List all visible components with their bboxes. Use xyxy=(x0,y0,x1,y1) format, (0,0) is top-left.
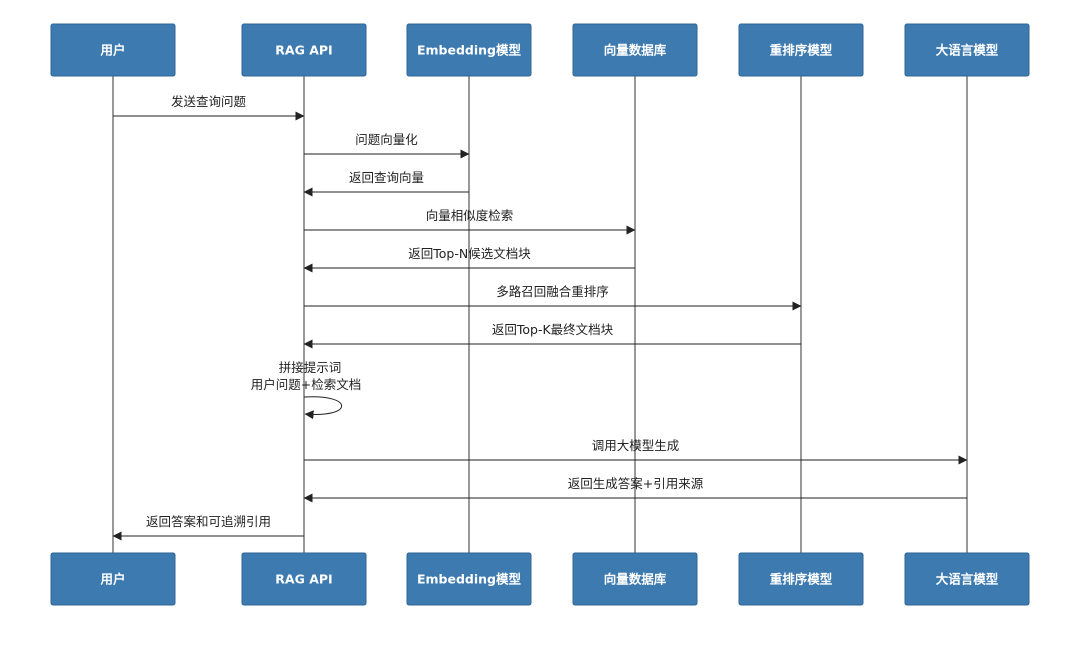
participant-label: 大语言模型 xyxy=(936,43,999,58)
message-11: 返回答案和可追溯引用 xyxy=(112,514,304,541)
message-label: 多路召回融合重排序 xyxy=(496,284,609,299)
participant-llm-bottom: 大语言模型 xyxy=(904,552,1030,606)
self-message-arrow xyxy=(303,396,343,420)
participant-label: 大语言模型 xyxy=(936,572,999,587)
participant-vdb-top: 向量数据库 xyxy=(572,23,698,77)
message-label: 返回查询向量 xyxy=(349,170,424,185)
message-label: 调用大模型生成 xyxy=(592,438,680,453)
message-10: 返回生成答案+引用来源 xyxy=(303,476,967,503)
participant-embed-top: Embedding模型 xyxy=(406,23,532,77)
participant-label: RAG API xyxy=(275,572,332,587)
participant-box xyxy=(406,552,532,606)
participant-box xyxy=(904,552,1030,606)
message-9: 调用大模型生成 xyxy=(304,438,968,465)
participant-box xyxy=(738,23,864,77)
message-4: 向量相似度检索 xyxy=(304,208,636,235)
participant-embed-bottom: Embedding模型 xyxy=(406,552,532,606)
participant-label: Embedding模型 xyxy=(417,572,522,587)
message-label: 问题向量化 xyxy=(355,132,418,147)
participant-llm-top: 大语言模型 xyxy=(904,23,1030,77)
message-label: 向量相似度检索 xyxy=(426,208,514,223)
participant-rerank-bottom: 重排序模型 xyxy=(738,552,864,606)
participant-label: 重排序模型 xyxy=(770,572,833,587)
message-label: 返回Top-K最终文档块 xyxy=(492,322,614,337)
message-label: 返回Top-N候选文档块 xyxy=(408,246,531,261)
message-label: 返回答案和可追溯引用 xyxy=(146,514,271,529)
participant-box xyxy=(50,552,176,606)
message-7: 返回Top-K最终文档块 xyxy=(303,322,801,349)
participant-label: 用户 xyxy=(99,572,125,587)
participant-box xyxy=(241,23,367,77)
participant-box xyxy=(738,552,864,606)
participant-user-top: 用户 xyxy=(50,23,176,77)
participant-box xyxy=(572,552,698,606)
message-5: 返回Top-N候选文档块 xyxy=(303,246,635,273)
participant-box xyxy=(572,23,698,77)
message-3: 返回查询向量 xyxy=(303,170,469,197)
participant-label: 用户 xyxy=(99,43,125,58)
participant-rerank-top: 重排序模型 xyxy=(738,23,864,77)
message-6: 多路召回融合重排序 xyxy=(304,284,802,311)
participant-label: 向量数据库 xyxy=(604,572,667,587)
participant-label: Embedding模型 xyxy=(417,43,522,58)
participant-box xyxy=(904,23,1030,77)
message-label: 发送查询问题 xyxy=(171,94,247,109)
message-2: 问题向量化 xyxy=(304,132,470,159)
participant-vdb-bottom: 向量数据库 xyxy=(572,552,698,606)
message-1: 发送查询问题 xyxy=(113,94,305,121)
message-label: 返回生成答案+引用来源 xyxy=(568,476,704,491)
participant-api-top: RAG API xyxy=(241,23,367,77)
participant-label: 向量数据库 xyxy=(604,43,667,58)
participant-user-bottom: 用户 xyxy=(50,552,176,606)
participant-box xyxy=(50,23,176,77)
participant-box xyxy=(406,23,532,77)
participant-api-bottom: RAG API xyxy=(241,552,367,606)
participant-label: RAG API xyxy=(275,43,332,58)
participant-box xyxy=(241,552,367,606)
participant-label: 重排序模型 xyxy=(770,43,833,58)
message-label-line2: 用户问题+检索文档 xyxy=(251,377,361,392)
message-label: 拼接提示词 xyxy=(279,360,342,375)
